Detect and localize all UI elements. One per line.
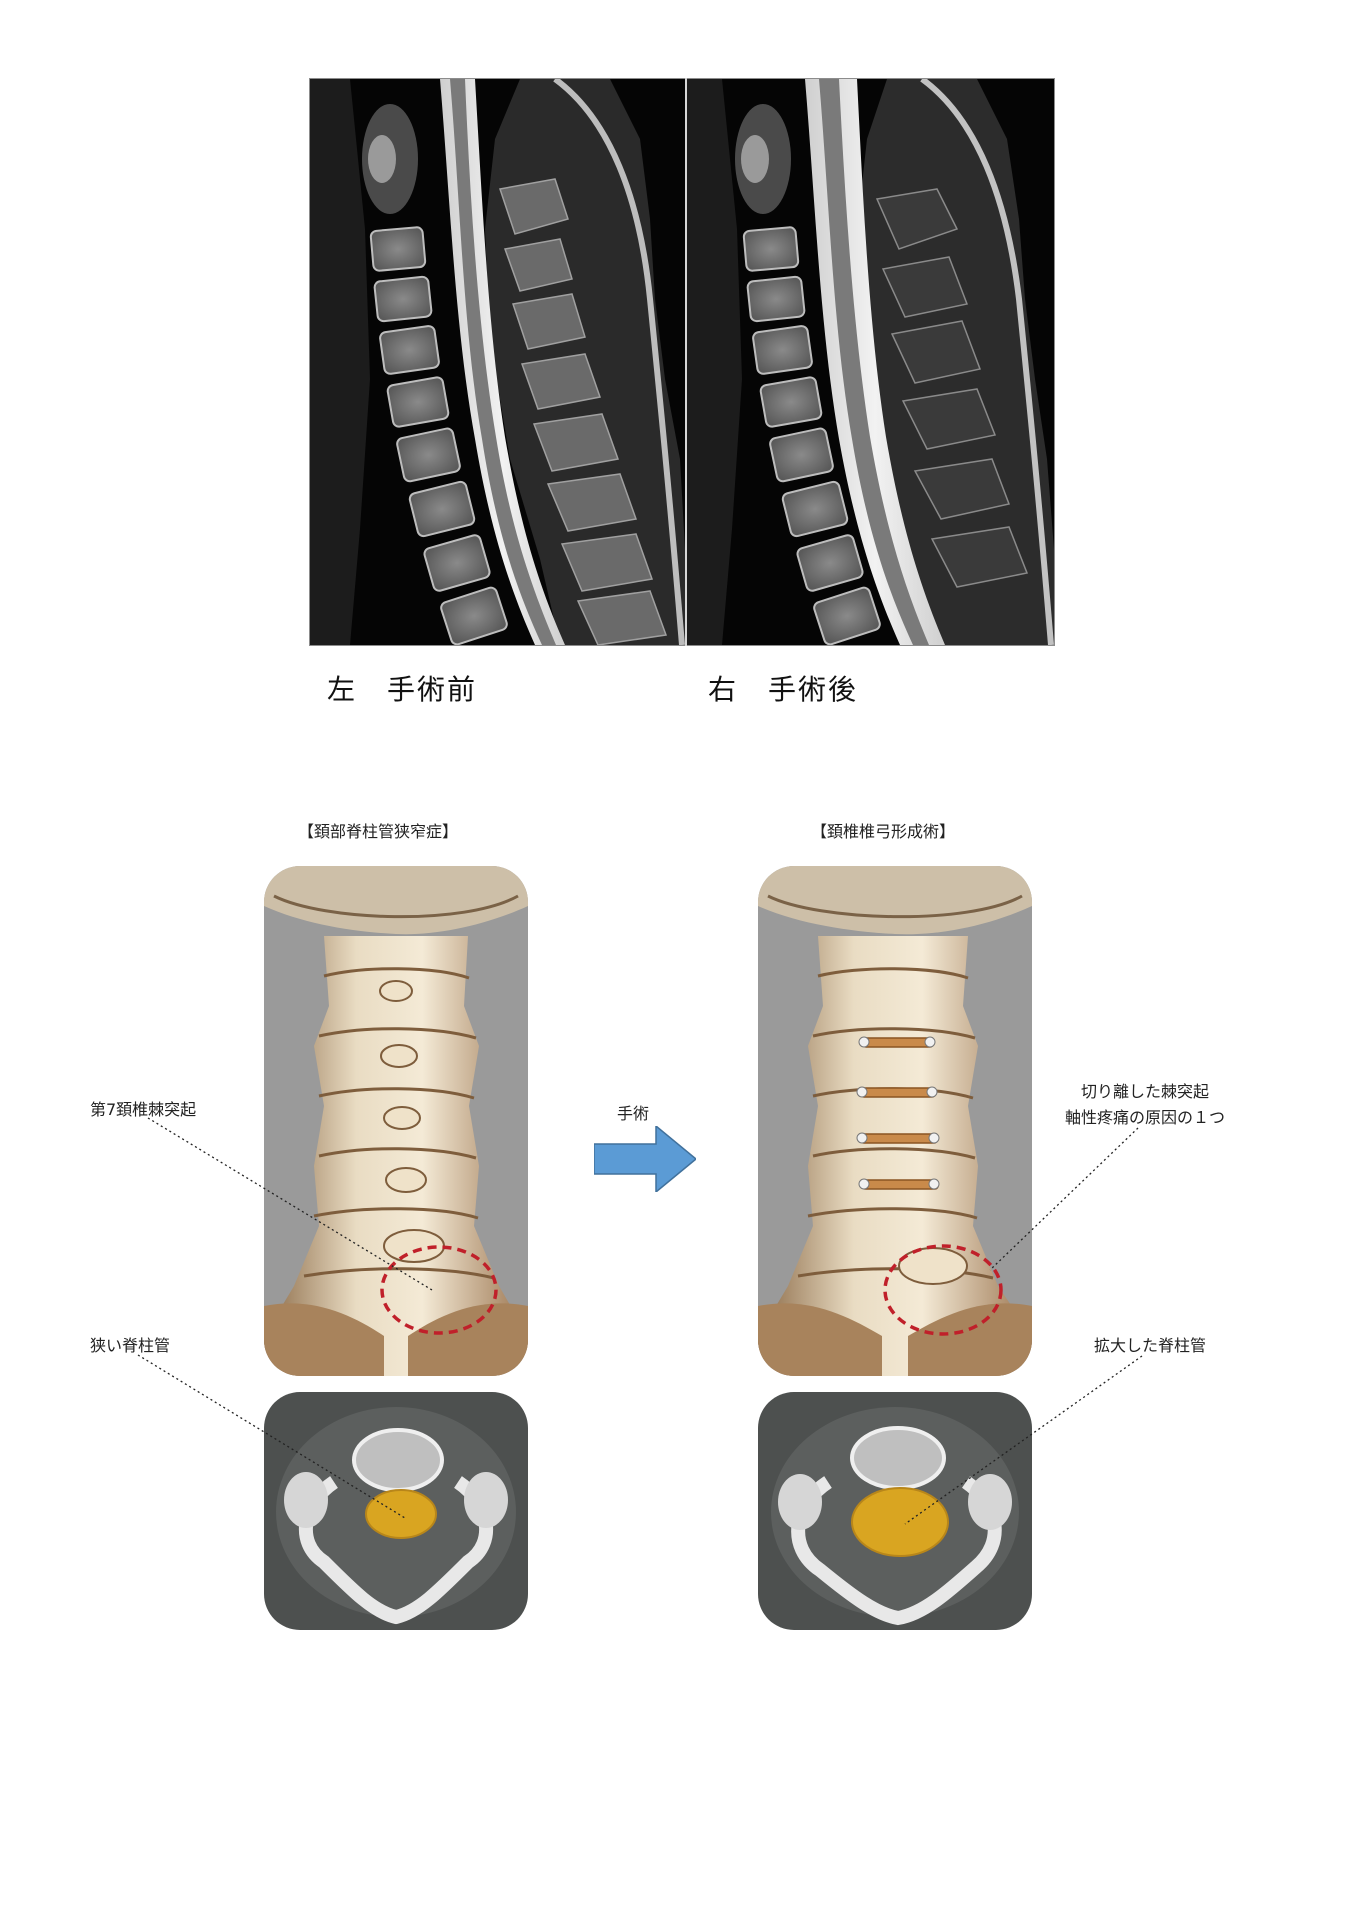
label-cut-spinous-line1: 切り離した棘突起 — [1080, 1082, 1209, 1101]
widened-canal-highlight — [851, 1487, 949, 1557]
ct3d-preop-image — [264, 866, 528, 1376]
title-laminoplasty: 【頚椎椎弓形成術】 — [811, 822, 956, 841]
caption-preop: 左 手術前 — [327, 673, 478, 706]
mri-divider — [685, 78, 687, 646]
ct3d-postop-image — [758, 866, 1032, 1376]
label-widened-canal: 拡大した脊柱管 — [1094, 1336, 1207, 1355]
ct-axial-postop-image — [758, 1392, 1032, 1630]
label-c7-spinous: 第7頚椎棘突起 — [90, 1100, 197, 1119]
right-arrow-icon — [594, 1126, 696, 1192]
narrow-canal-highlight — [365, 1489, 437, 1539]
label-narrow-canal: 狭い脊柱管 — [90, 1336, 171, 1355]
ct-axial-preop-image — [264, 1392, 528, 1630]
mri-panel — [309, 78, 1055, 646]
caption-postop: 右 手術後 — [708, 673, 859, 706]
label-cut-spinous-line2: 軸性疼痛の原因の１つ — [1064, 1108, 1225, 1127]
mri-postop-image — [687, 79, 1054, 645]
mri-preop-image — [310, 79, 685, 645]
title-stenosis: 【頚部脊柱管狭窄症】 — [298, 822, 459, 841]
arrow-label: 手術 — [617, 1104, 650, 1123]
mri-images — [310, 79, 1054, 645]
